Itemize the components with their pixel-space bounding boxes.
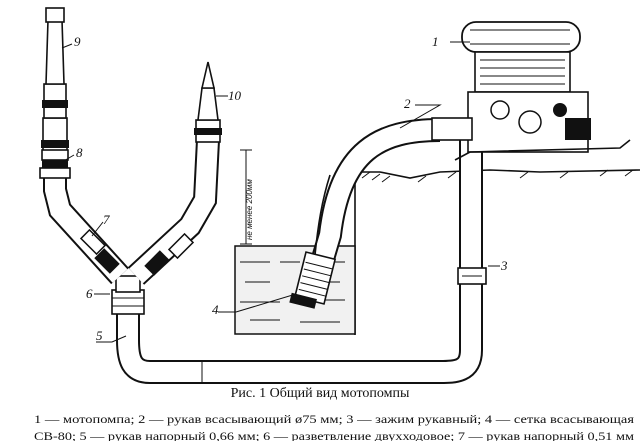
right-nozzle xyxy=(194,61,222,143)
label-5: 5 xyxy=(96,328,103,343)
suction-hose xyxy=(310,118,441,266)
depth-marker: не менее 200мм xyxy=(240,149,254,245)
hose-clamp xyxy=(457,267,487,285)
label-4: 4 xyxy=(212,302,219,317)
label-1: 1 xyxy=(432,34,439,49)
label-6: 6 xyxy=(86,286,93,301)
motor-pump xyxy=(431,21,631,161)
label-3: 3 xyxy=(500,258,508,273)
right-branch-hose xyxy=(127,139,220,285)
label-8: 8 xyxy=(76,145,83,160)
label-7: 7 xyxy=(103,212,110,227)
suction-strainer xyxy=(289,251,337,309)
caption-line-1: 1 — мотопомпа; 2 — рукав всасывающий ø75… xyxy=(34,412,635,426)
label-2: 2 xyxy=(404,96,411,111)
figure-title: Рис. 1 Общий вид мотопомпы xyxy=(231,386,410,401)
ground-surface xyxy=(355,169,640,183)
caption-line-2: СВ-80; 5 — рукав напорный 0,66 мм; 6 — р… xyxy=(34,429,634,441)
pressure-hose-vertical xyxy=(116,140,483,384)
two-way-branch xyxy=(111,275,145,315)
label-10: 10 xyxy=(228,88,242,103)
depth-note: не менее 200мм xyxy=(245,179,254,240)
left-nozzle xyxy=(39,7,71,179)
leader-lines xyxy=(61,41,500,343)
label-9: 9 xyxy=(74,34,81,49)
